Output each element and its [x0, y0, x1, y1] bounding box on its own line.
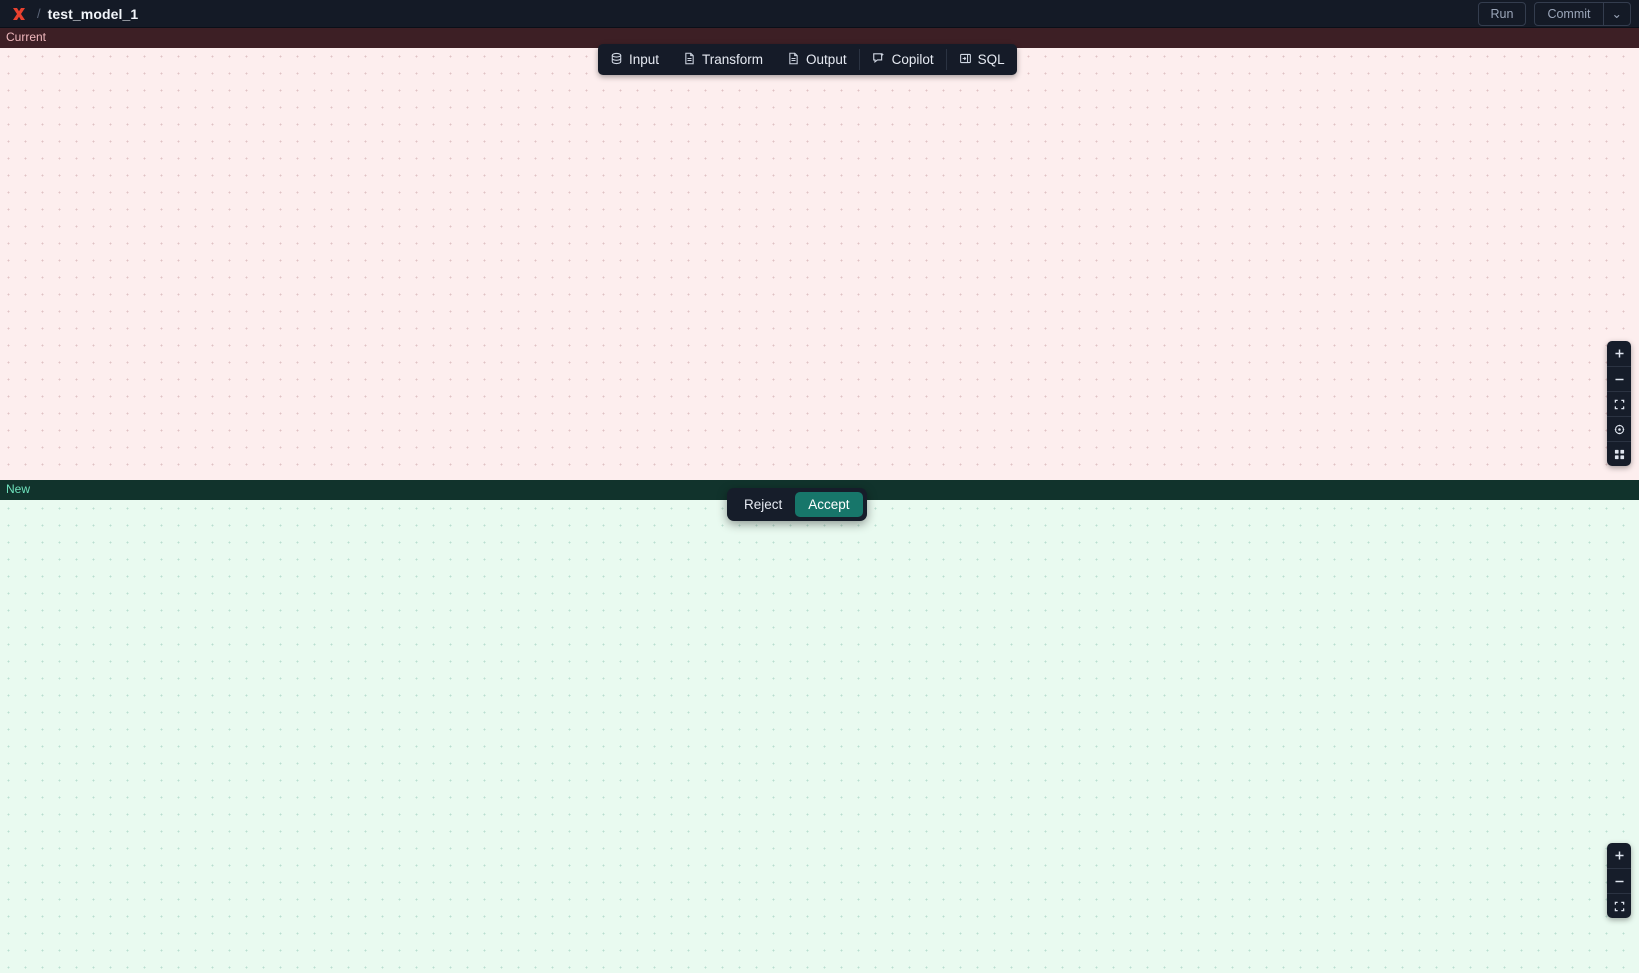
top-bar: / test_model_1 Run Commit ⌄ — [0, 0, 1639, 28]
toolbar-item-input-label: Input — [629, 52, 660, 67]
breadcrumb-separator: / — [37, 6, 41, 21]
file-icon — [787, 52, 800, 68]
toolbar-item-transform-label: Transform — [702, 52, 764, 67]
current-canvas-zoom-controls — [1607, 341, 1631, 466]
page-title: test_model_1 — [47, 5, 139, 22]
zoom-in-button[interactable] — [1607, 341, 1631, 366]
commit-dropdown-chevron-down-icon[interactable]: ⌄ — [1602, 2, 1630, 25]
toolbar-item-output-label: Output — [806, 52, 847, 67]
zoom-out-button[interactable] — [1607, 366, 1631, 391]
reject-button[interactable]: Reject — [744, 497, 783, 512]
toolbar-item-sql[interactable]: SQL — [947, 44, 1017, 75]
run-button[interactable]: Run — [1477, 1, 1527, 26]
graph-edges — [0, 500, 1639, 973]
current-canvas[interactable] — [0, 48, 1639, 480]
current-pane-label: Current — [0, 28, 1639, 48]
database-icon — [610, 52, 623, 68]
toggle-grid-button[interactable] — [1607, 441, 1631, 466]
zoom-out-button[interactable] — [1607, 868, 1631, 893]
new-canvas[interactable]: fct_github_pull_requests ··· Model Name … — [0, 500, 1639, 973]
commit-button-group: Commit ⌄ — [1534, 1, 1631, 26]
accept-reject-bar: Reject Accept — [727, 488, 867, 521]
toolbar-item-copilot[interactable]: Copilot — [860, 44, 946, 75]
toolbar-item-output[interactable]: Output — [775, 44, 859, 75]
center-view-button[interactable] — [1607, 416, 1631, 441]
toolbar-item-transform[interactable]: Transform — [671, 44, 775, 75]
toolbar-item-input[interactable]: Input — [598, 44, 671, 75]
toolbar-item-sql-label: SQL — [977, 52, 1005, 67]
toolbar-item-copilot-label: Copilot — [891, 52, 934, 67]
commit-button[interactable]: Commit — [1547, 6, 1591, 21]
node-toolbar: Input Transform Output Copilot — [598, 44, 1017, 75]
new-canvas-zoom-controls — [1607, 843, 1631, 918]
toolbar-divider — [945, 49, 947, 70]
current-version-pane: Current — [0, 28, 1639, 480]
zoom-in-button[interactable] — [1607, 843, 1631, 868]
copilot-sparkle-icon — [872, 51, 886, 68]
toolbar-divider — [858, 49, 860, 70]
fit-view-button[interactable] — [1607, 391, 1631, 416]
accept-button[interactable]: Accept — [795, 492, 863, 517]
fit-view-button[interactable] — [1607, 893, 1631, 918]
new-version-pane: New fct_github_pull_requests — [0, 480, 1639, 973]
file-icon — [683, 52, 696, 68]
app-logo-icon[interactable] — [8, 3, 30, 25]
sql-panel-icon — [959, 52, 972, 68]
